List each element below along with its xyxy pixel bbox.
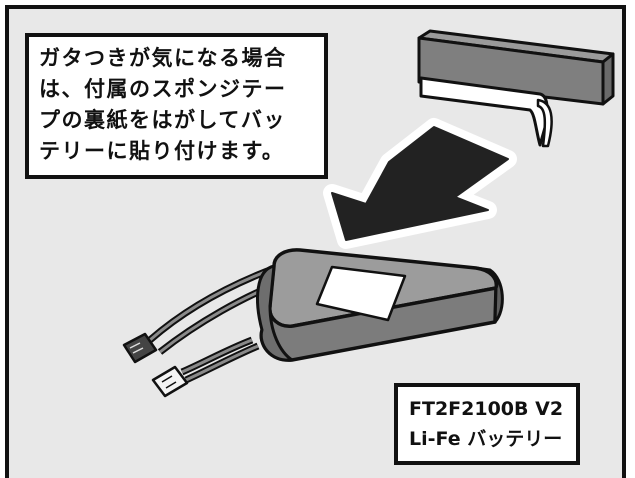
instruction-note: ガタつきが気になる場合 は、付属のスポンジテー プの裏紙をはがしてバッ テリーに… <box>25 33 328 179</box>
note-line-3: プの裏紙をはがしてバッ <box>39 108 286 132</box>
sponge-tape-icon <box>417 29 615 148</box>
down-left-arrow-icon <box>323 118 517 249</box>
white-connector-icon <box>151 365 189 398</box>
battery-model-number: FT2F2100B V2 <box>409 398 564 420</box>
note-line-4: テリーに貼り付けます。 <box>39 139 285 163</box>
battery-pack-icon <box>256 248 504 362</box>
note-line-2: は、付属のスポンジテー <box>39 77 287 101</box>
dark-connector-icon <box>122 332 158 364</box>
note-line-1: ガタつきが気になる場合 <box>39 46 287 70</box>
battery-model-label: FT2F2100B V2 Li-Fe バッテリー <box>394 383 580 465</box>
battery-type-name: Li-Fe バッテリー <box>409 428 563 450</box>
